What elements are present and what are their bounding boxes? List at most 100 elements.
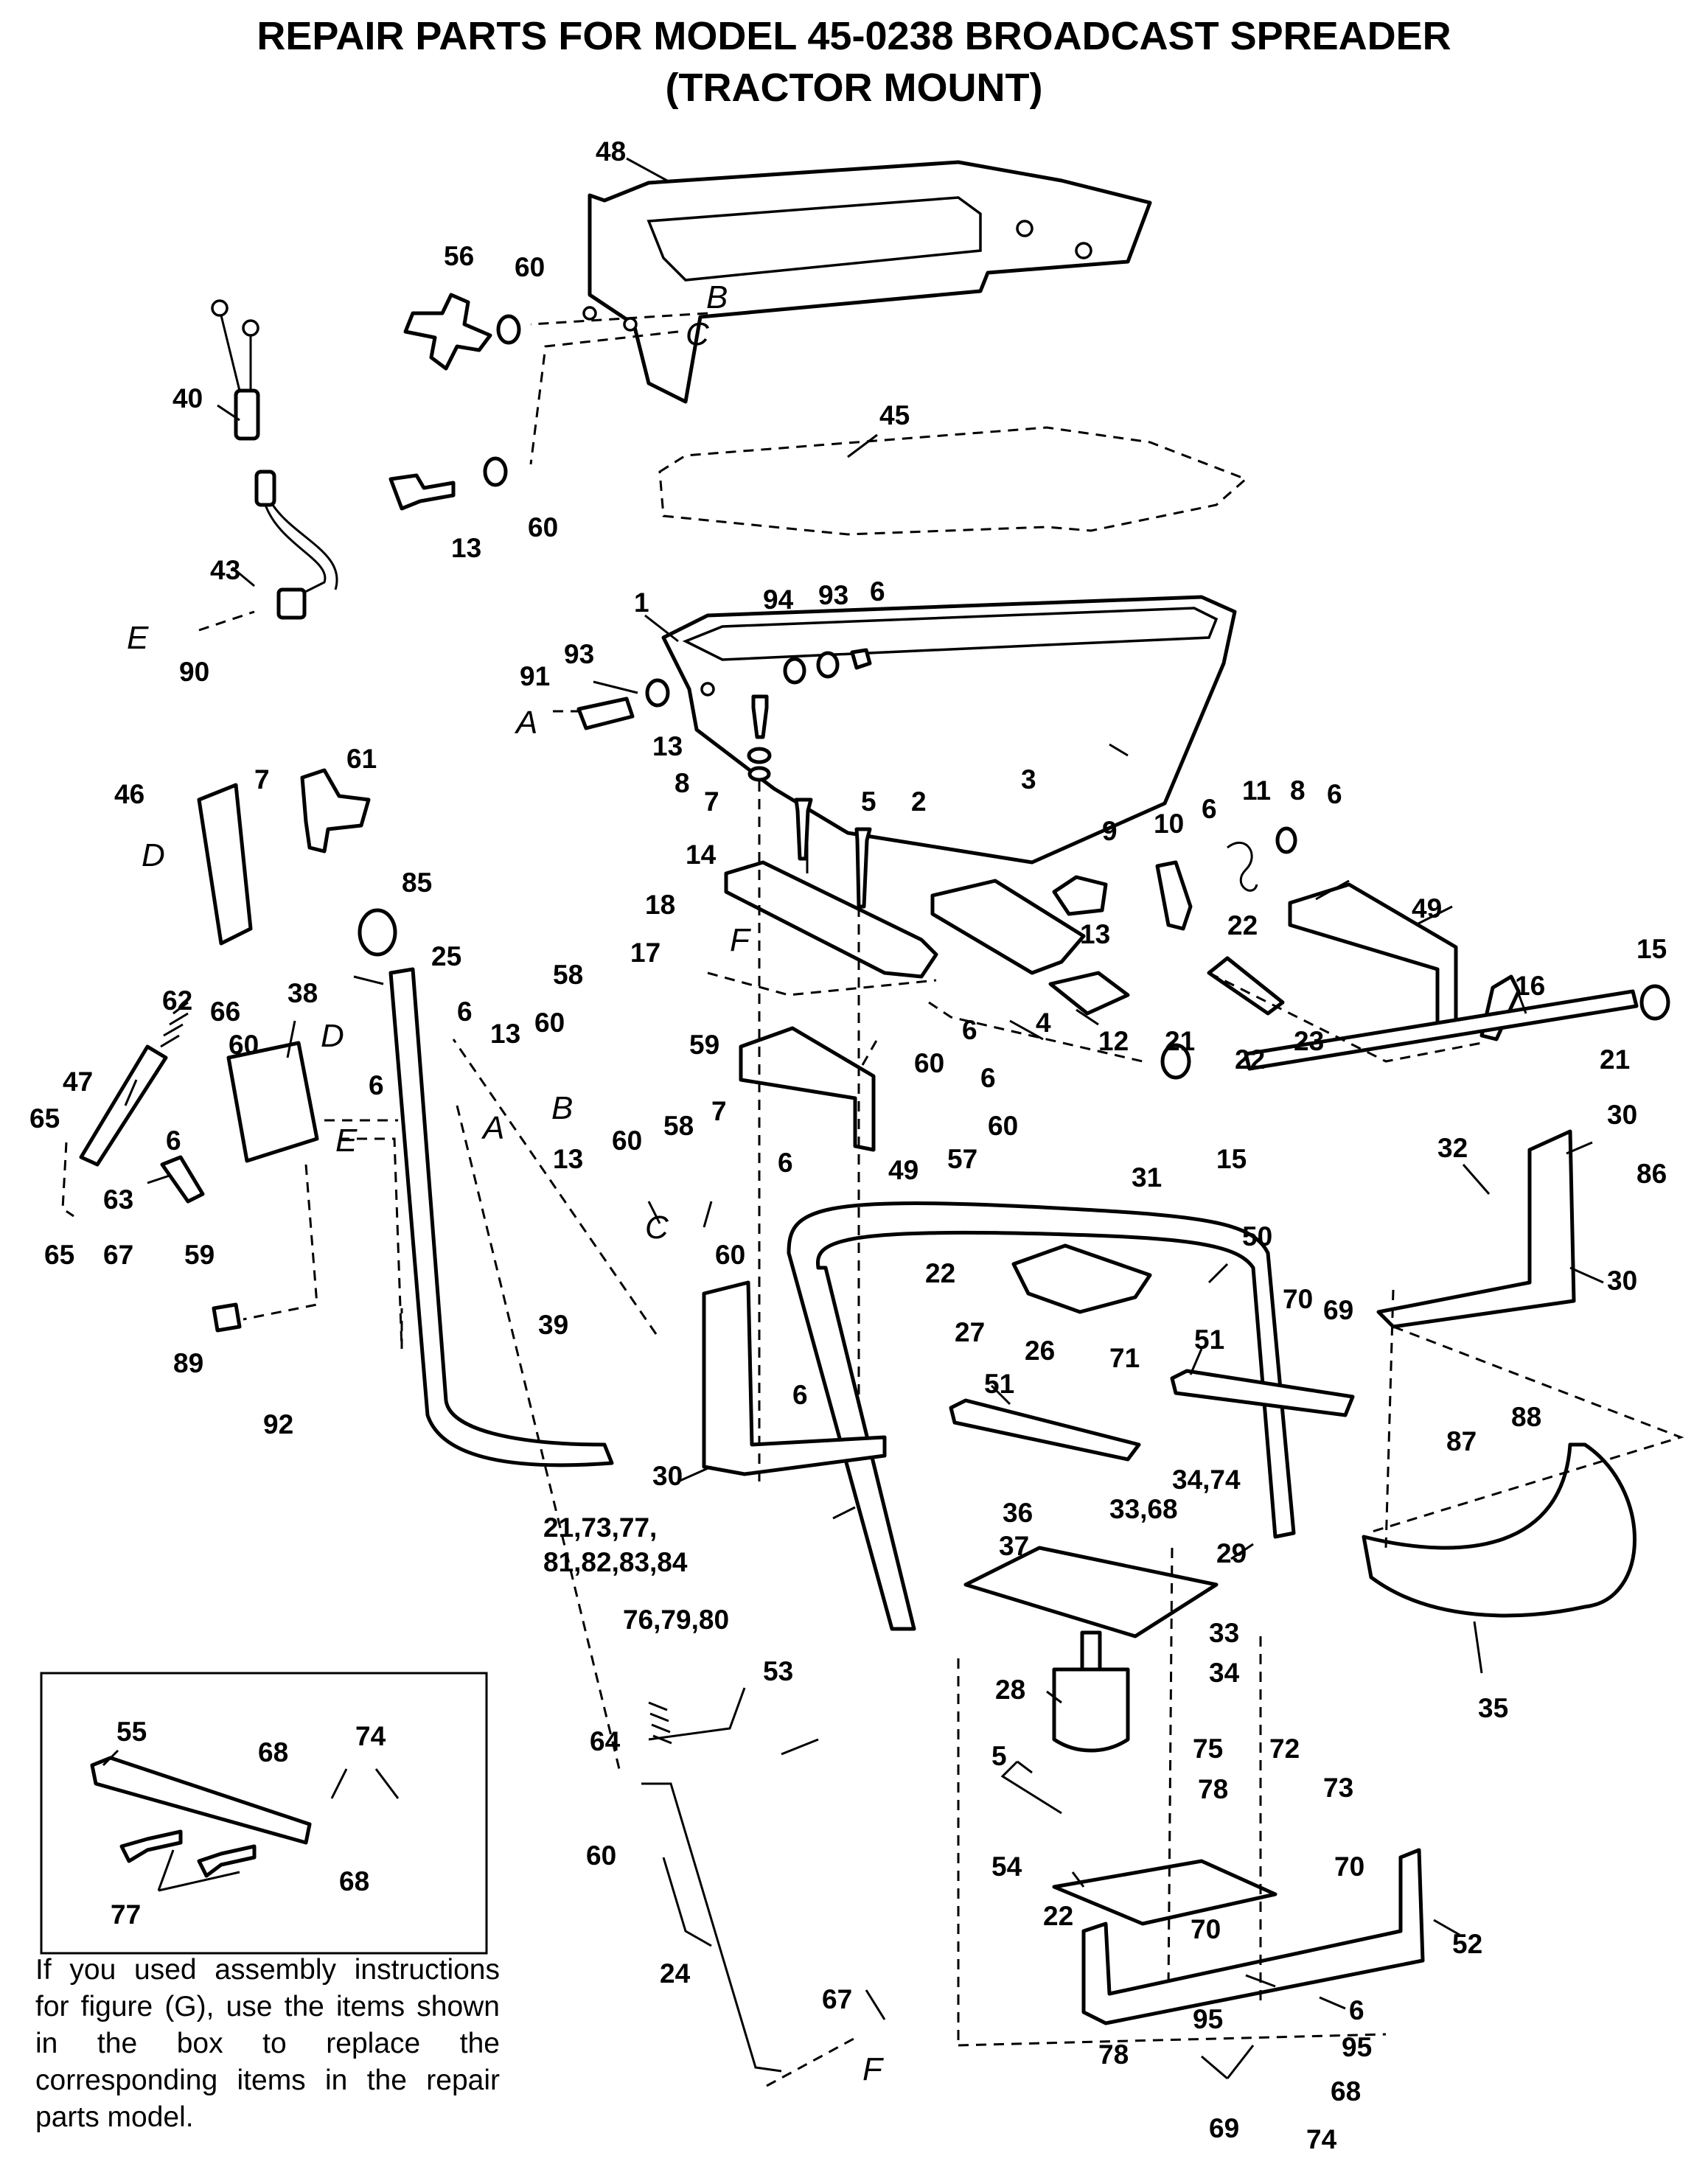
callout-53: 53: [763, 1656, 793, 1686]
callout-30: 30: [1607, 1100, 1637, 1130]
callout-17: 17: [630, 938, 660, 968]
callout-34: 34: [1209, 1658, 1240, 1688]
part-85-grip: [358, 908, 397, 957]
callout-3: 3: [1021, 764, 1036, 795]
callout-70: 70: [1191, 1914, 1221, 1944]
callout-89: 89: [173, 1348, 203, 1378]
diagram-title: REPAIR PARTS FOR MODEL 45-0238 BROADCAST…: [257, 14, 1451, 58]
callout-59: 59: [184, 1240, 215, 1270]
callout-54: 54: [991, 1851, 1022, 1882]
callout-51: 51: [984, 1369, 1014, 1399]
callout-28: 28: [995, 1675, 1025, 1705]
callout-67: 67: [822, 1984, 852, 2014]
callout-68: 68: [339, 1866, 369, 1896]
callout-67: 67: [103, 1240, 133, 1270]
part-35-deflector: [1362, 1442, 1636, 1618]
part-13-bolt: [751, 694, 769, 739]
part-63-link: [160, 1155, 205, 1204]
callout-63: 63: [103, 1184, 133, 1215]
callout-68: 68: [1331, 2076, 1361, 2107]
connection-letter-d: D: [321, 1018, 344, 1054]
callout-12: 12: [1098, 1026, 1129, 1056]
part-9-bracket: [1052, 875, 1108, 916]
callout-85: 85: [402, 868, 432, 898]
callout-65: 65: [29, 1103, 60, 1134]
callout-93: 93: [818, 580, 848, 610]
part-50-frame: [787, 1201, 1296, 1631]
part-14-bracket: [724, 860, 938, 979]
part-4-plate: [930, 879, 1086, 975]
callout-35: 35: [1478, 1693, 1508, 1723]
callout-61: 61: [346, 744, 377, 774]
callout-14: 14: [686, 840, 717, 870]
callout-16: 16: [1515, 971, 1545, 1001]
callout-15: 15: [1216, 1144, 1247, 1174]
callout-27: 27: [955, 1317, 985, 1347]
part-10-arm: [1155, 860, 1193, 931]
callout-11: 11: [1242, 775, 1271, 806]
part-29-plate: [963, 1546, 1219, 1638]
callout-52: 52: [1452, 1929, 1482, 1959]
callout-91: 91: [520, 661, 550, 691]
connection-letter-c: C: [686, 316, 710, 352]
callout-60: 60: [914, 1048, 944, 1078]
connection-letters: B C E A D F D A B E C F: [127, 279, 884, 2087]
part-51-bar: [1170, 1369, 1355, 1417]
shaft: [1080, 1630, 1102, 1672]
part-54-plate: [1052, 1859, 1277, 1926]
part-77-bolt: [119, 1829, 183, 1863]
part-6-nut: [850, 648, 872, 670]
inset-box: [40, 1672, 488, 1955]
callout-6: 6: [457, 997, 473, 1027]
connection-letter-b: B: [706, 279, 728, 315]
alignment-lines: [61, 312, 1684, 2087]
part-55-bar: [90, 1756, 312, 1845]
callout-92: 92: [263, 1409, 293, 1439]
connection-letter-d: D: [142, 837, 165, 873]
part-13-bolt: [388, 473, 456, 511]
part-45-hopper-cover: [658, 426, 1248, 536]
part-30-bracket: [1376, 1129, 1576, 1329]
callout-78: 78: [1098, 2039, 1129, 2070]
part-93-washer: [816, 651, 840, 679]
callout-60: 60: [586, 1840, 616, 1871]
callout-74: 74: [355, 1721, 386, 1751]
callout-24: 24: [660, 1958, 691, 1989]
part-52-frame: [1081, 1848, 1425, 2025]
callout-55: 55: [116, 1717, 147, 1747]
callout-6: 6: [980, 1063, 996, 1093]
callout-33-68: 33,68: [1109, 1494, 1178, 1524]
callout-69: 69: [1323, 1295, 1353, 1325]
callout-6: 6: [792, 1380, 808, 1410]
callout-70: 70: [1283, 1284, 1313, 1314]
part-23-link: [1207, 956, 1285, 1016]
callout-78: 78: [1198, 1774, 1228, 1804]
callout-29: 29: [1216, 1538, 1247, 1568]
callout-21-73-77: 21,73,77,: [543, 1512, 657, 1543]
callout-25: 25: [431, 941, 461, 971]
callout-6: 6: [962, 1015, 977, 1045]
callout-40: 40: [172, 383, 203, 413]
callout-4: 4: [1036, 1008, 1051, 1038]
callout-60: 60: [515, 252, 545, 282]
callout-6: 6: [870, 576, 885, 607]
connection-letter-c: C: [645, 1210, 669, 1246]
callout-72: 72: [1269, 1734, 1300, 1764]
callout-65: 65: [44, 1240, 74, 1270]
callout-75: 75: [1193, 1734, 1223, 1764]
part-49-bracket: [739, 1026, 876, 1152]
part-93-washer: [645, 678, 670, 708]
callout-6: 6: [1202, 794, 1217, 824]
part-64-spring: [648, 1701, 672, 1745]
callout-87: 87: [1446, 1426, 1477, 1456]
part-91-pin: [576, 697, 635, 730]
callout-8: 8: [1290, 775, 1306, 806]
part-60-washer: [496, 314, 521, 345]
callout-60: 60: [534, 1008, 565, 1038]
part-15-bushing: [1639, 984, 1670, 1021]
callout-6: 6: [1327, 779, 1342, 809]
callout-10: 10: [1154, 809, 1184, 839]
callout-76-79-80: 76,79,80: [623, 1605, 729, 1635]
axle-rod: [1244, 989, 1639, 1071]
connection-letter-e: E: [335, 1123, 358, 1159]
